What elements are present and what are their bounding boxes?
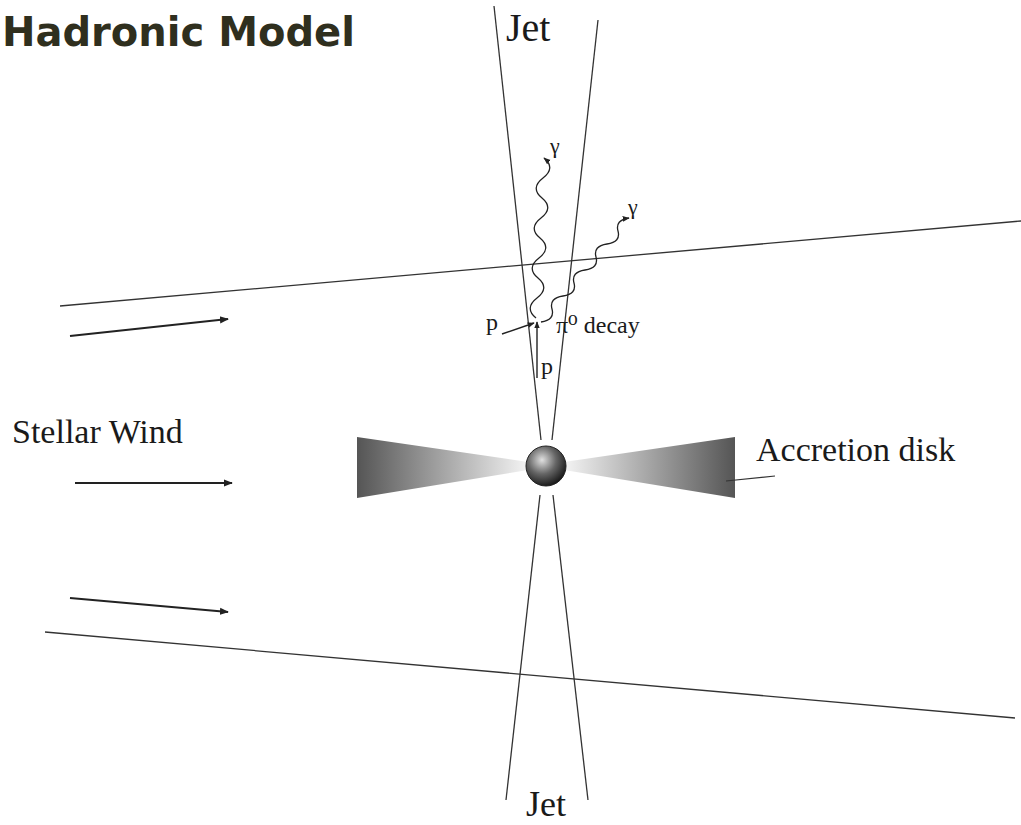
wind-arrow [70,598,228,612]
proton-arrow [536,322,537,378]
accretion-disk [564,437,735,498]
photon-wave [530,158,550,318]
jet-cone [506,495,540,800]
jet-cone [552,20,598,440]
wind-boundary [45,632,1015,718]
wind-label: Stellar Wind [12,415,183,449]
proton-arrow [502,323,534,334]
diagram-title: Hadronic Model [2,12,355,52]
wind-arrow [75,482,232,484]
proton-symbol: p [486,310,498,334]
jet-label: Jet [526,786,566,822]
leader-line [726,476,775,481]
photon-symbol: γ [628,196,638,218]
jet-label: Jet [506,8,550,48]
jet-cone [553,495,588,800]
photon-symbol: γ [550,135,560,157]
compact-object [526,446,566,486]
wind-arrow [70,319,228,336]
proton-symbol: p [541,354,553,378]
photon-wave [541,218,629,322]
wind-boundary [60,221,1021,306]
process-label: π⁰ decay [556,313,640,337]
jet-cone [494,6,541,440]
disk-label: Accretion disk [756,433,955,467]
accretion-disk [357,437,528,498]
